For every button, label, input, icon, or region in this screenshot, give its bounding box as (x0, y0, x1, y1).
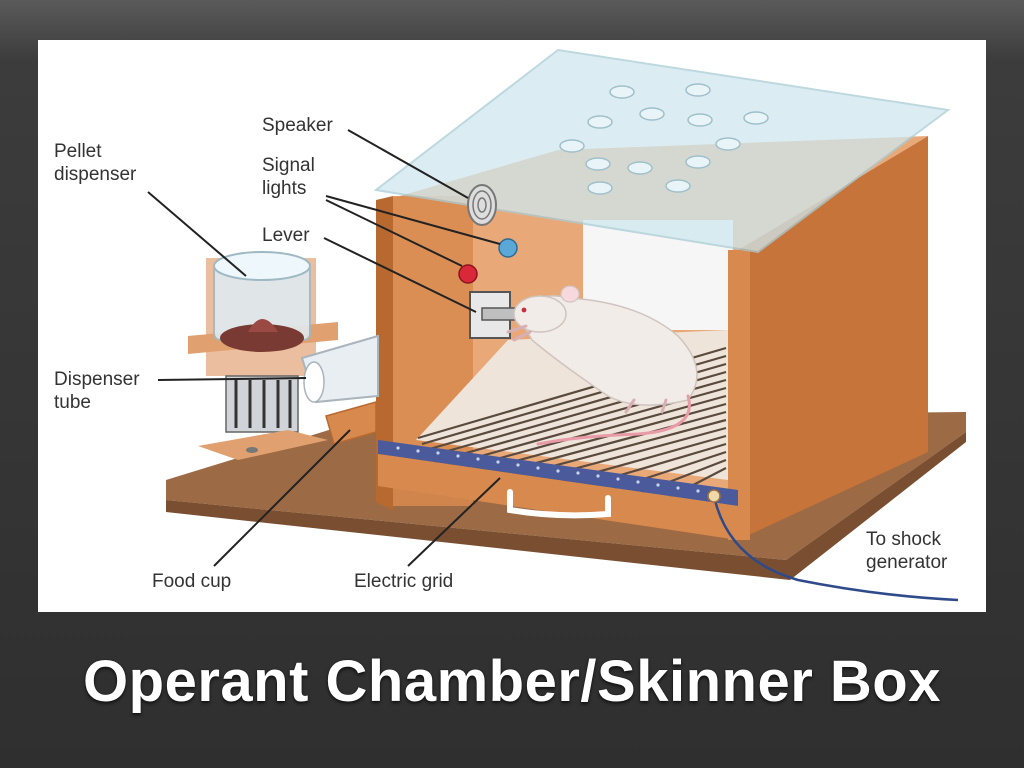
label-shock-generator: To shock generator (866, 529, 948, 573)
glass-lid (373, 48, 951, 254)
signal-light-blue (498, 238, 518, 258)
label-signal-lights: Signal lights (262, 155, 315, 199)
base-platform-edge (166, 432, 966, 580)
label-lever: Lever (262, 225, 310, 246)
leader-lines (147, 129, 501, 567)
shock-cable (712, 495, 959, 602)
left-wall (376, 196, 393, 510)
signal-light-red (458, 264, 478, 284)
dispenser-tube (300, 334, 379, 404)
drawer (378, 454, 738, 540)
lever (469, 291, 517, 339)
pellet-dispenser (188, 251, 338, 460)
rat (506, 285, 698, 446)
label-speaker: Speaker (262, 115, 333, 136)
diagram-panel: Speaker Signal lights Lever Pellet dispe… (38, 40, 986, 612)
skinner-box-illustration (147, 48, 966, 602)
drawer-handle (507, 489, 611, 519)
speaker (467, 184, 497, 226)
label-electric-grid: Electric grid (354, 571, 454, 592)
lid-holes (559, 83, 769, 195)
slide-title: Operant Chamber/Skinner Box (83, 649, 941, 714)
grid-strip (378, 440, 738, 506)
label-food-cup: Food cup (152, 571, 232, 592)
label-pellet-dispenser: Pellet dispenser (54, 141, 137, 185)
right-wall (738, 136, 928, 540)
cable-connector (707, 489, 721, 503)
label-dispenser-tube: Dispenser tube (54, 369, 140, 413)
front-post (728, 250, 750, 540)
food-cup (325, 401, 377, 445)
rat-tail (536, 394, 691, 446)
